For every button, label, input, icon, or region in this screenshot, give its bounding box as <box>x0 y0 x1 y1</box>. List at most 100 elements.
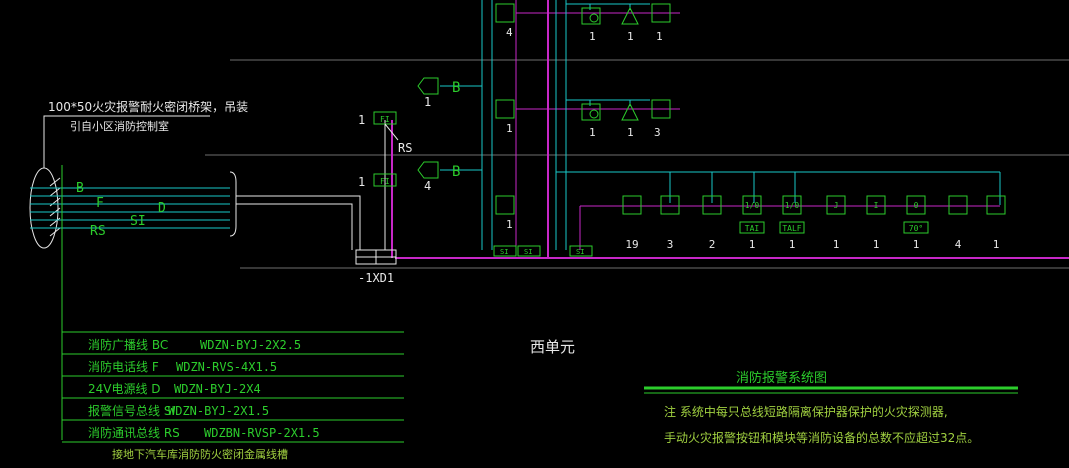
speaker-top-icon <box>417 77 439 95</box>
title-block-note-1: 注 系统中每只总线短路隔离保护器保护的火灾探测器, <box>664 404 948 419</box>
input-module-tai-tag: 1/0 <box>745 201 760 210</box>
floor-reference-lines <box>205 59 1069 269</box>
floor-device-fire-damper-module: 0 70° 1 <box>903 195 929 251</box>
smoke-detector-icon <box>581 7 601 25</box>
manual-button-icon <box>651 99 671 119</box>
hydrant-button-icon <box>986 195 1006 215</box>
phone-jack-icon <box>948 195 968 215</box>
isolator-box-bottom-label: FI <box>380 177 390 186</box>
phone-jack-icon <box>495 3 515 23</box>
cable-spec: 100*50火灾报警耐火密闭桥架，吊装 <box>48 99 248 114</box>
mid-phone-count: 1 <box>506 122 513 135</box>
bundle-label-d: D <box>158 201 166 216</box>
bundle-label-b: B <box>76 181 84 196</box>
input-module-tai-sub-box <box>739 221 765 234</box>
valve-module-icon <box>866 195 886 215</box>
manual-button-icon <box>622 195 642 215</box>
input-module-talf-sub-label: TALF <box>782 224 801 233</box>
bundle-label-f: F <box>96 196 104 211</box>
duct-leader <box>43 115 210 168</box>
isolator-count-top: 1 <box>358 113 365 127</box>
valve-module-count: 1 <box>873 238 880 251</box>
si-tag-3: SI <box>576 248 584 256</box>
smoke-detector-icon <box>581 103 601 121</box>
junction-module-count: 1 <box>833 238 840 251</box>
smoke-detector-icon <box>702 195 722 215</box>
phone-jack-count: 4 <box>955 238 962 251</box>
top-r3-count: 1 <box>656 30 663 43</box>
fire-damper-module-sub-box <box>903 221 929 234</box>
legend-name-2: 24V电源线 D <box>88 382 161 396</box>
input-module-tai-sub-label: TAI <box>745 224 760 233</box>
device-row-top <box>495 3 671 25</box>
speaker-top-label: B <box>452 80 460 96</box>
top-phone-count: 4 <box>506 26 513 39</box>
si-tag-1: SI <box>500 248 508 256</box>
fire-damper-module-sub-label: 70° <box>909 224 923 233</box>
input-module-tai-icon <box>742 195 762 215</box>
speaker-bottom-count: 4 <box>424 179 431 193</box>
cable-legend: 消防广播线 BC WDZN-BYJ-2X2.5 消防电话线 F WDZN-RVS… <box>62 331 404 461</box>
phone-jack-icon <box>495 99 515 119</box>
legend-spec-2: WDZN-BYJ-2X4 <box>174 382 261 396</box>
junction-module-tag: J <box>834 201 839 210</box>
route-inner <box>236 203 353 250</box>
valve-module-tag: I <box>874 201 879 210</box>
hydrant-button-count: 1 <box>993 238 1000 251</box>
signal-branch-lines <box>515 0 1000 250</box>
mid-r3-count: 3 <box>654 126 661 139</box>
legend-name-0: 消防广播线 BC <box>88 337 168 352</box>
duct-ellipse <box>29 167 59 249</box>
manual-button-icon <box>651 3 671 23</box>
mid-r2-count: 1 <box>627 126 634 139</box>
si-tags <box>493 245 593 257</box>
terminal-label: -1XD1 <box>358 271 394 285</box>
fire-damper-module-icon <box>906 195 926 215</box>
smoke-detector-circle <box>589 13 599 23</box>
rs-label: RS <box>398 141 412 155</box>
phone-riser-lines <box>440 0 1001 250</box>
title-block-note-2: 手动火灾报警按钮和模块等消防设备的总数不应超过32点。 <box>664 430 979 445</box>
isolator-box-bottom <box>373 173 397 187</box>
cable-duct <box>29 115 361 440</box>
isolator-box-top-label: FI <box>380 115 390 124</box>
isolator-count-bottom: 1 <box>358 175 365 189</box>
legend-name-4: 消防通讯总线 RS <box>88 425 180 440</box>
title-block: 消防报警系统图 注 系统中每只总线短路隔离保护器保护的火灾探测器, 手动火灾报警… <box>644 370 1018 445</box>
fire-damper-module-tag: 0 <box>914 201 919 210</box>
si-tag-2: SI <box>524 248 532 256</box>
low-phone-count: 1 <box>506 218 513 231</box>
floor-device-phone-jack: 4 <box>948 195 968 251</box>
mid-r1-count: 1 <box>589 126 596 139</box>
speaker-top: B 1 <box>417 77 460 109</box>
terminal-block: -1XD1 FI 1 FI 1 RS <box>355 111 412 285</box>
floor-device-valve-module: I1 <box>866 195 886 251</box>
input-module-talf-icon <box>782 195 802 215</box>
speaker-top-count: 1 <box>424 95 431 109</box>
alarm-bell-icon <box>660 195 680 215</box>
title-block-title: 消防报警系统图 <box>736 370 827 386</box>
top-r2-count: 1 <box>627 30 634 43</box>
route-outer <box>236 195 361 250</box>
fire-damper-module-count: 1 <box>913 238 920 251</box>
input-module-talf-tag: 1/0 <box>785 201 800 210</box>
alarm-bell-icon <box>621 6 639 25</box>
floor-device-hydrant-button: 1 <box>986 195 1006 251</box>
input-module-tai-count: 1 <box>749 238 756 251</box>
bundle-lines <box>30 187 230 229</box>
manual-button-count: 19 <box>625 238 638 251</box>
top-r1-count: 1 <box>589 30 596 43</box>
junction-module-icon <box>826 195 846 215</box>
bundle-label-si: SI <box>130 214 146 229</box>
speaker-bottom-icon <box>417 161 439 179</box>
speaker-bottom: B 4 <box>417 161 460 193</box>
duct-hatch <box>49 177 61 237</box>
legend-spec-0: WDZN-BYJ-2X2.5 <box>200 338 301 352</box>
legend-spec-1: WDZN-RVS-4X1.5 <box>176 360 277 374</box>
floor-device-smoke-detector: 2 <box>702 195 722 251</box>
legend-spec-4: WDZBN-RVSP-2X1.5 <box>204 426 320 440</box>
legend-name-3: 报警信号总线 SI <box>88 403 175 418</box>
